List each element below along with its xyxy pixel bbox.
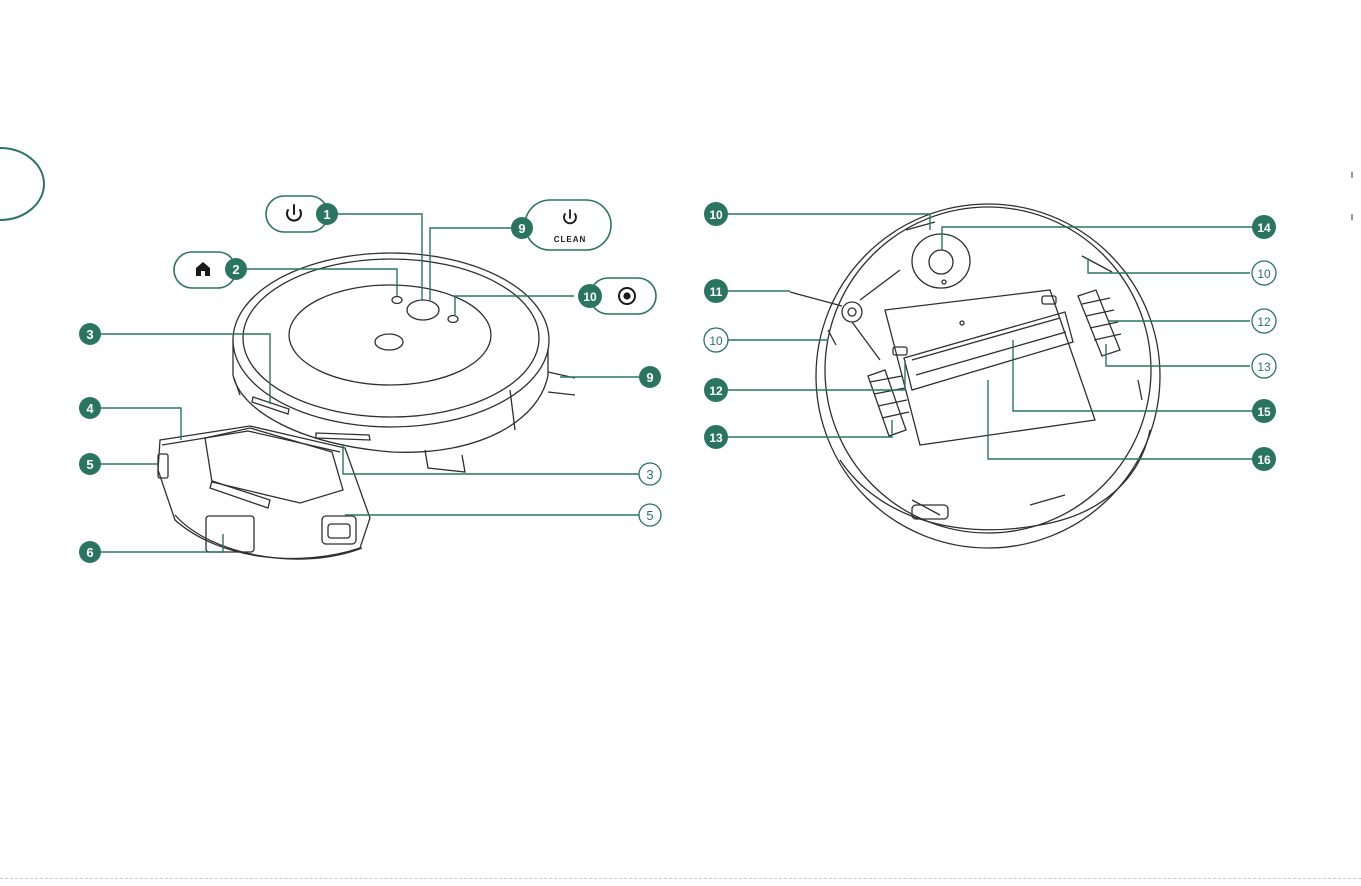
callout-2: 2	[225, 258, 247, 280]
callout-10a-label: 10	[583, 290, 597, 304]
clean-label: CLEAN	[554, 235, 587, 244]
callout-1: 1	[316, 203, 338, 225]
callout-4: 4	[79, 397, 101, 419]
front-caster-housing	[912, 234, 970, 288]
dustbin-body	[158, 426, 370, 559]
callout-12b: 12	[1252, 309, 1276, 333]
callout-10a: 10	[578, 284, 602, 308]
bumper-foot	[425, 450, 465, 472]
callout-11-label: 11	[710, 285, 723, 299]
left-wheel	[868, 370, 906, 436]
callout-10d: 10	[1252, 261, 1276, 285]
callout-10c: 10	[704, 328, 728, 352]
callout-6-label: 6	[86, 545, 93, 560]
callout-9a: 9	[511, 217, 533, 239]
callout-14-label: 14	[1257, 221, 1271, 235]
callout-12b-label: 12	[1257, 315, 1271, 329]
callout-4-label: 4	[86, 401, 94, 416]
callout-3a-label: 3	[86, 327, 93, 342]
edge-brush-center	[848, 308, 856, 316]
callout-16: 16	[1252, 447, 1276, 471]
robot-top-surface	[233, 253, 549, 427]
callout-14: 14	[1252, 215, 1276, 239]
side-brush-stub	[548, 372, 575, 395]
callout-1-label: 1	[323, 207, 330, 222]
page-tab	[0, 148, 44, 220]
page-bottom-rule	[0, 878, 1361, 879]
clean-button-callout: CLEAN	[525, 200, 611, 250]
callout-9b-label: 9	[646, 370, 653, 385]
callout-15-label: 15	[1257, 405, 1271, 419]
callout-3b-label: 3	[646, 467, 653, 482]
robot-bottom-view	[790, 204, 1160, 548]
callout-3b: 3	[639, 463, 661, 485]
edge-brush-arms	[790, 270, 900, 360]
callout-3a: 3	[79, 323, 101, 345]
screw-1	[942, 280, 946, 284]
callout-5a: 5	[79, 453, 101, 475]
callout-13a-label: 13	[709, 431, 723, 445]
front-caster-wheel	[929, 250, 953, 274]
callout-13a: 13	[704, 425, 728, 449]
callout-10b-label: 10	[709, 208, 723, 222]
callout-5a-label: 5	[86, 457, 93, 472]
callout-10d-label: 10	[1257, 267, 1271, 281]
callout-15: 15	[1252, 399, 1276, 423]
callout-11: 11	[704, 279, 728, 303]
callout-16-label: 16	[1257, 453, 1271, 467]
callout-5b-label: 5	[646, 508, 653, 523]
cleaning-head-frame	[885, 290, 1095, 445]
callout-5b: 5	[639, 504, 661, 526]
callout-9a-label: 9	[518, 221, 525, 236]
callout-13b-label: 13	[1257, 360, 1271, 374]
edge-brush-hub	[842, 302, 862, 322]
callout-10c-label: 10	[709, 334, 723, 348]
bumper-sensor-front	[316, 433, 370, 440]
robot-top-view	[158, 253, 575, 559]
callout-12a-label: 12	[709, 384, 723, 398]
callout-10b: 10	[704, 202, 728, 226]
callout-9b: 9	[639, 366, 661, 388]
callout-13b: 13	[1252, 354, 1276, 378]
callout-2-label: 2	[232, 262, 239, 277]
brushroll	[904, 312, 1073, 390]
callout-6: 6	[79, 541, 101, 563]
screw-2	[960, 321, 964, 325]
callout-12a: 12	[704, 378, 728, 402]
underside-inner	[825, 207, 1151, 533]
